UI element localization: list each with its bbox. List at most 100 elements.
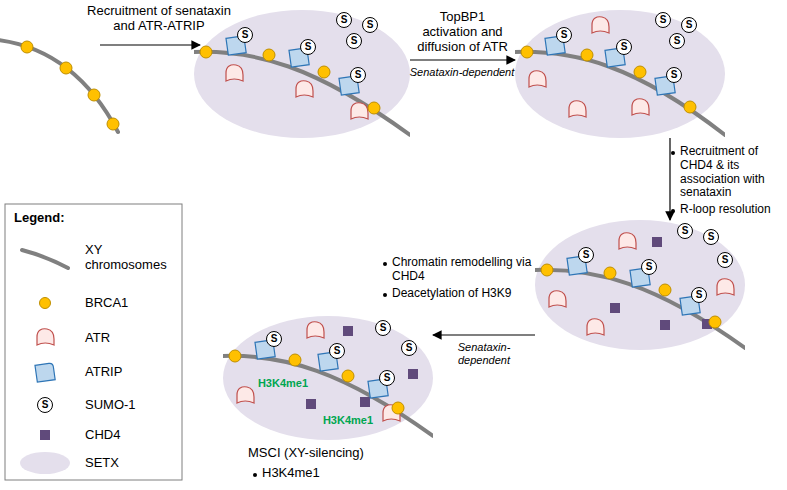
brca1-dot	[604, 267, 616, 279]
sumo-letter: S	[561, 30, 568, 40]
sumo-circle	[718, 253, 733, 268]
atr-shape	[307, 322, 324, 338]
legend-swatch	[39, 297, 51, 309]
atr-shape	[549, 291, 566, 307]
atr-shape	[296, 81, 313, 97]
sumo-circle	[347, 34, 362, 49]
sumo-letter: S	[671, 70, 678, 80]
atr-shape	[529, 71, 546, 87]
setx-domain: SSSSSS	[515, 10, 725, 138]
sumo-circle	[38, 398, 53, 413]
sumo-letter: S	[696, 290, 703, 300]
sumo-circle	[670, 34, 685, 49]
sumo-letter: S	[682, 226, 689, 236]
atr-shape	[37, 329, 54, 345]
step-label: Recruitment of senataxin and ATR-ATRIP	[80, 4, 238, 34]
sumo-letter: S	[406, 343, 413, 353]
legend-swatch	[40, 430, 50, 440]
chd4-square	[306, 399, 316, 409]
sumo-circle	[376, 321, 391, 336]
histone-mark: H3K4me1	[323, 415, 373, 426]
sumo-letter: S	[355, 70, 362, 80]
condition-note: Senataxin-dependent	[434, 341, 534, 366]
sumo-circle	[238, 28, 253, 43]
setx-fill	[194, 10, 410, 138]
sumo-letter: S	[341, 15, 348, 25]
atr-shape	[226, 65, 243, 81]
legend-text: ATR	[85, 331, 165, 346]
sumo-circle	[642, 260, 657, 275]
atr-shape	[351, 103, 368, 119]
legend-text: SUMO-1	[85, 398, 165, 413]
sumo-letter: S	[660, 15, 667, 25]
step-label: Recruitment of CHD4 & its association wi…	[680, 145, 780, 200]
legend-text: ATRIP	[85, 365, 165, 380]
sumo-letter: S	[583, 250, 590, 260]
sumo-letter: S	[380, 323, 387, 333]
brca1-dot	[541, 264, 553, 276]
sumo-letter: S	[305, 42, 312, 52]
outcome-title: MSCI (XY-silencing)	[248, 446, 364, 461]
brca1-dot	[521, 46, 533, 58]
setx-fill	[515, 10, 725, 138]
legend-text: XY chromosomes	[85, 243, 165, 273]
brca1-dot	[392, 402, 404, 414]
brca1-dot	[88, 89, 100, 101]
process-arrow	[669, 138, 670, 220]
sumo-letter: S	[271, 334, 278, 344]
legend-title: Legend:	[14, 211, 65, 226]
atr-shape	[619, 233, 636, 249]
process-arrow	[433, 334, 535, 335]
sumo-letter: S	[242, 30, 249, 40]
sumo-circle	[557, 28, 572, 43]
sumo-circle	[363, 18, 378, 33]
sumo-letter: S	[334, 346, 341, 356]
setx-oval	[515, 10, 725, 138]
sumo-letter: S	[674, 36, 681, 46]
brca1-dot	[659, 284, 671, 296]
sumo-circle	[330, 344, 345, 359]
atr-shape	[592, 17, 609, 33]
sumo-circle	[682, 18, 697, 33]
sumo-letter: S	[646, 262, 653, 272]
chd4-square	[408, 369, 418, 379]
sumo-circle	[267, 332, 282, 347]
step-label: Chromatin remodelling via CHD4	[392, 256, 532, 284]
xy-chromosome	[22, 250, 68, 268]
sumo-letter: S	[367, 20, 374, 30]
sumo-circle	[704, 230, 719, 245]
brca1-dot	[21, 41, 33, 53]
sumo-circle	[402, 341, 417, 356]
step-label: TopBP1 activation and diffusion of ATR	[411, 10, 515, 55]
sumo-circle	[579, 248, 594, 263]
process-arrow	[410, 59, 515, 60]
outcome-bullet: H3K4me1	[262, 466, 320, 481]
chd4-square	[610, 303, 620, 313]
setx-fill	[535, 220, 745, 350]
initial-chromosome	[0, 40, 119, 132]
brca1-dot	[229, 350, 241, 362]
sumo-letter: S	[621, 42, 628, 52]
setx-fill	[223, 316, 433, 440]
xy-chromosome	[0, 40, 118, 132]
atr-shape	[717, 279, 734, 295]
sumo-circle	[351, 68, 366, 83]
sumo-circle	[692, 288, 707, 303]
sumo-letter: S	[708, 232, 715, 242]
atr-shape	[237, 387, 254, 403]
brca1-dot	[289, 354, 301, 366]
brca1-dot	[342, 370, 354, 382]
brca1-dot	[368, 102, 380, 114]
chd4-square	[343, 326, 353, 336]
chd4-square	[652, 237, 662, 247]
recruitment-arrow	[100, 44, 200, 45]
step-bullet: Deacetylation of H3K9	[392, 287, 532, 301]
atrip-shape	[35, 363, 55, 382]
legend-samples	[22, 250, 68, 413]
sumo-circle	[617, 40, 632, 55]
brca1-dot	[684, 101, 696, 113]
chd4-square	[660, 320, 670, 330]
setx-domain: SSSSSS	[194, 10, 410, 138]
brca1-dot	[318, 66, 330, 78]
condition-note: Senataxin-dependent	[406, 66, 518, 79]
